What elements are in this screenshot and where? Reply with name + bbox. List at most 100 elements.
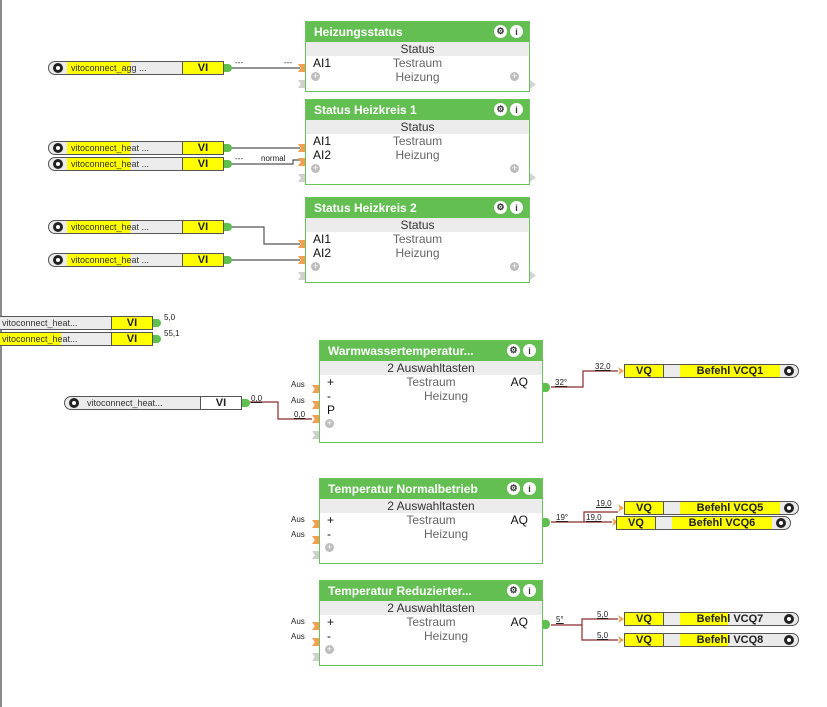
add-output-icon[interactable]: + bbox=[510, 71, 519, 81]
block-header[interactable]: Temperatur Normalbetrieb ⚙i bbox=[320, 479, 542, 499]
function-block[interactable]: Temperatur Normalbetrieb ⚙i 2 Auswahltas… bbox=[319, 478, 543, 564]
input-pin[interactable] bbox=[312, 385, 319, 393]
output-reference[interactable]: VQ Befehl VCQ1 bbox=[624, 364, 799, 378]
block-text: Heizung bbox=[423, 389, 469, 403]
function-block[interactable]: Warmwassertemperatur... ⚙i 2 Auswahltast… bbox=[319, 340, 543, 443]
input-pin[interactable] bbox=[312, 520, 319, 528]
input-type: VI bbox=[182, 221, 223, 233]
gear-icon[interactable] bbox=[53, 255, 63, 265]
output-reference[interactable]: VQ Befehl VCQ8 bbox=[624, 633, 799, 647]
aq-value-label: 19° bbox=[556, 513, 569, 522]
info-icon[interactable]: i bbox=[523, 344, 536, 357]
input-reference[interactable]: vitoconnect_heat... VI bbox=[0, 316, 153, 330]
input-reference[interactable]: vitoconnect_heat ... VI bbox=[48, 220, 224, 234]
gear-icon[interactable] bbox=[784, 614, 794, 624]
output-port[interactable] bbox=[224, 144, 232, 152]
output-pin[interactable] bbox=[530, 173, 536, 182]
output-pin[interactable] bbox=[530, 80, 536, 89]
input-reference[interactable]: vitoconnect_agg ... VI bbox=[48, 61, 224, 75]
block-header[interactable]: Temperatur Reduzierter... ⚙i bbox=[320, 581, 542, 601]
input-pin[interactable] bbox=[298, 174, 305, 182]
input-pin[interactable] bbox=[312, 431, 319, 439]
output-port[interactable] bbox=[153, 319, 161, 327]
input-pin[interactable] bbox=[298, 272, 305, 280]
function-block[interactable]: Temperatur Reduzierter... ⚙i 2 Auswahlta… bbox=[319, 580, 543, 666]
input-reference[interactable]: vitoconnect_heat... VI bbox=[0, 332, 153, 346]
input-pin[interactable] bbox=[312, 638, 319, 646]
input-pin[interactable] bbox=[298, 158, 305, 166]
gear-icon[interactable] bbox=[776, 518, 786, 528]
input-pin[interactable] bbox=[312, 401, 319, 409]
aq-output-port[interactable] bbox=[543, 383, 550, 392]
gear-icon[interactable]: ⚙ bbox=[494, 201, 507, 214]
block-text: Heizung bbox=[395, 70, 440, 84]
add-input-icon[interactable]: + bbox=[311, 261, 320, 271]
block-subtitle: 2 Auswahltasten bbox=[320, 361, 542, 375]
output-port[interactable] bbox=[153, 335, 161, 343]
aq-output-port[interactable] bbox=[543, 620, 550, 629]
output-port[interactable] bbox=[242, 399, 250, 407]
input-reference[interactable]: vitoconnect_heat ... VI bbox=[48, 253, 224, 267]
input-pin[interactable] bbox=[312, 551, 319, 559]
gear-icon[interactable] bbox=[53, 159, 63, 169]
add-input-icon[interactable]: + bbox=[325, 644, 334, 654]
input-pin[interactable] bbox=[298, 80, 305, 88]
gear-icon[interactable] bbox=[69, 398, 79, 408]
input-reference[interactable]: vitoconnect_heat ... VI bbox=[48, 141, 224, 155]
gear-icon[interactable] bbox=[784, 366, 794, 376]
add-output-icon[interactable]: + bbox=[510, 261, 519, 271]
input-pin-label: P bbox=[327, 403, 336, 417]
block-header[interactable]: Heizungsstatus ⚙i bbox=[306, 22, 529, 42]
add-input-icon[interactable]: + bbox=[311, 163, 320, 173]
add-input-icon[interactable]: + bbox=[325, 418, 334, 428]
add-input-icon[interactable]: + bbox=[311, 71, 320, 81]
gear-icon[interactable] bbox=[784, 635, 794, 645]
info-icon[interactable]: i bbox=[523, 584, 536, 597]
input-pin[interactable] bbox=[298, 240, 305, 248]
gear-icon[interactable]: ⚙ bbox=[494, 103, 507, 116]
aq-output-port[interactable] bbox=[543, 518, 550, 527]
output-port[interactable] bbox=[224, 256, 232, 264]
input-pin-label: + bbox=[327, 375, 335, 389]
gear-icon[interactable] bbox=[53, 143, 63, 153]
block-header[interactable]: Status Heizkreis 2 ⚙i bbox=[306, 198, 529, 218]
gear-icon[interactable]: ⚙ bbox=[507, 482, 520, 495]
output-port[interactable] bbox=[224, 223, 232, 231]
input-reference[interactable]: vitoconnect_heat... VI bbox=[64, 396, 242, 410]
input-pin[interactable] bbox=[298, 64, 305, 72]
output-port[interactable] bbox=[224, 64, 232, 72]
output-port[interactable] bbox=[224, 160, 232, 168]
info-icon[interactable]: i bbox=[510, 25, 523, 38]
output-reference[interactable]: VQ Befehl VCQ6 bbox=[616, 516, 791, 530]
info-icon[interactable]: i bbox=[510, 201, 523, 214]
add-input-icon[interactable]: + bbox=[325, 542, 334, 552]
input-pin[interactable] bbox=[312, 536, 319, 544]
block-header[interactable]: Status Heizkreis 1 ⚙i bbox=[306, 100, 529, 120]
gear-icon[interactable] bbox=[784, 503, 794, 513]
gear-icon[interactable] bbox=[53, 222, 63, 232]
output-reference[interactable]: VQ Befehl VCQ7 bbox=[624, 612, 799, 626]
gear-icon[interactable]: ⚙ bbox=[507, 584, 520, 597]
input-pin-label: - bbox=[327, 629, 331, 643]
pin-value-label: Aus bbox=[291, 530, 305, 539]
gear-icon[interactable] bbox=[53, 63, 63, 73]
output-pin[interactable] bbox=[530, 271, 536, 280]
input-pin[interactable] bbox=[298, 256, 305, 264]
info-icon[interactable]: i bbox=[510, 103, 523, 116]
info-icon[interactable]: i bbox=[523, 482, 536, 495]
input-pin[interactable] bbox=[312, 622, 319, 630]
input-pin[interactable] bbox=[312, 415, 319, 423]
input-pin[interactable] bbox=[298, 144, 305, 152]
add-output-icon[interactable]: + bbox=[510, 163, 519, 173]
gear-icon[interactable]: ⚙ bbox=[494, 25, 507, 38]
input-pin[interactable] bbox=[312, 653, 319, 661]
input-reference[interactable]: vitoconnect_heat ... VI bbox=[48, 157, 224, 171]
output-reference[interactable]: VQ Befehl VCQ5 bbox=[624, 501, 799, 515]
block-header[interactable]: Warmwassertemperatur... ⚙i bbox=[320, 341, 542, 361]
gear-icon[interactable]: ⚙ bbox=[507, 344, 520, 357]
output-pin-label: AQ bbox=[510, 375, 528, 389]
input-pin-label: + bbox=[327, 615, 335, 629]
